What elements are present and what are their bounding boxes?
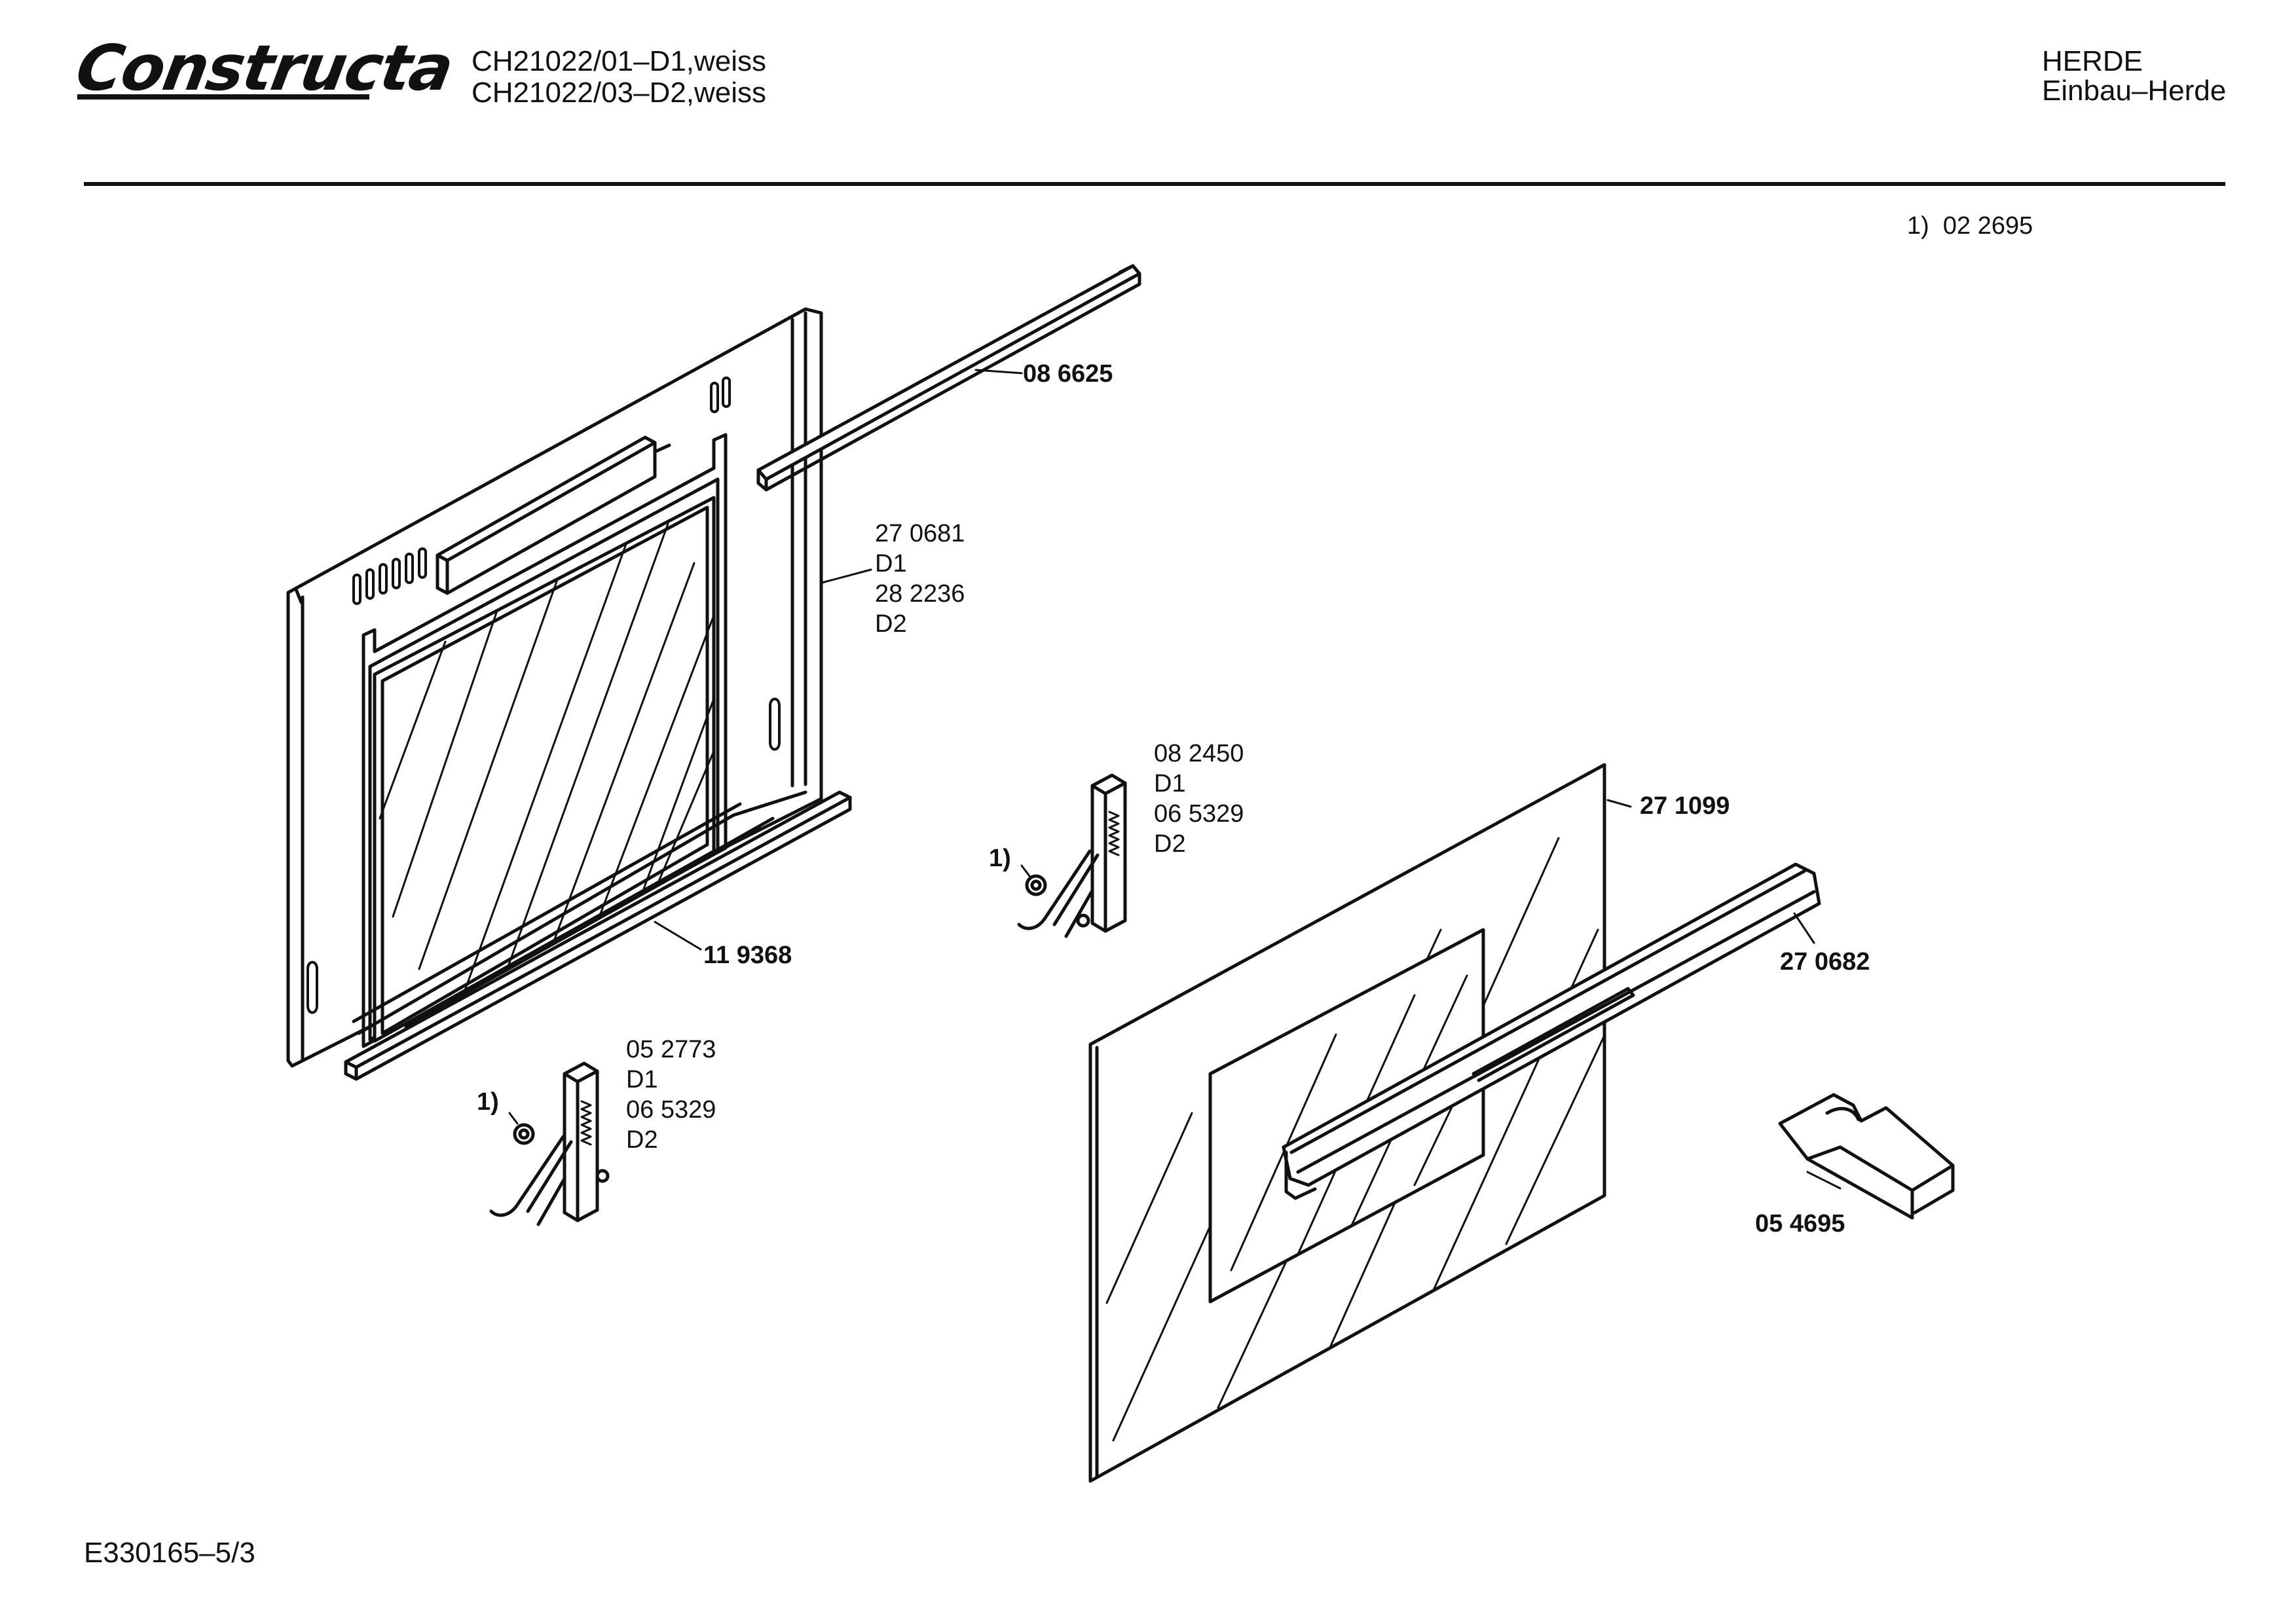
door-handle bbox=[1282, 862, 1821, 1200]
document-id: E330165–5/3 bbox=[84, 1537, 255, 1569]
label-hinge-left-2: D1 bbox=[626, 1066, 658, 1093]
model-line-1: CH21022/01–D1,weiss bbox=[472, 45, 767, 77]
category-subtitle: Einbau–Herde bbox=[2042, 75, 2227, 107]
inner-door-frame bbox=[286, 307, 823, 1068]
leader-lines bbox=[508, 369, 1842, 1190]
footnote: 1) 02 2695 bbox=[1907, 211, 2033, 241]
label-hinge-right-ref: 1) bbox=[989, 845, 1011, 872]
label-hinge-left-1: 05 2773 bbox=[626, 1036, 716, 1063]
top-seal-strip bbox=[756, 264, 1141, 492]
vent-slots-upper bbox=[710, 376, 731, 413]
hinge-right bbox=[1017, 773, 1127, 938]
clip-bracket bbox=[1778, 1093, 1955, 1220]
label-inner-door-3: 28 2236 bbox=[875, 580, 965, 608]
label-outer-glass: 27 1099 bbox=[1640, 792, 1730, 820]
label-seal-top: 08 6625 bbox=[1023, 360, 1113, 388]
label-hinge-right-1: 08 2450 bbox=[1154, 740, 1244, 767]
footnote-part: 02 2695 bbox=[1942, 212, 2033, 240]
label-hinge-right-4: D2 bbox=[1154, 830, 1186, 858]
header-divider bbox=[84, 182, 2225, 186]
model-line-2: CH21022/03–D2,weiss bbox=[472, 77, 767, 109]
door-top-bar bbox=[435, 435, 671, 595]
label-seal-bottom: 11 9368 bbox=[703, 942, 792, 969]
label-clip: 05 4695 bbox=[1755, 1210, 1845, 1237]
label-hinge-right-2: D1 bbox=[1154, 770, 1186, 797]
label-hinge-left-ref: 1) bbox=[477, 1088, 499, 1116]
label-hinge-right-3: 06 5329 bbox=[1154, 800, 1244, 828]
vent-slots bbox=[352, 547, 427, 605]
label-hinge-left-4: D2 bbox=[626, 1126, 658, 1154]
footnote-marker: 1) bbox=[1907, 212, 1929, 240]
label-inner-door-1: 27 0681 bbox=[875, 520, 965, 547]
label-hinge-left-3: 06 5329 bbox=[626, 1096, 716, 1124]
bottom-seal-strip bbox=[344, 790, 852, 1081]
label-handle: 27 0682 bbox=[1780, 948, 1870, 976]
brand-logo-underline bbox=[77, 94, 369, 100]
category-title: HERDE bbox=[2042, 45, 2143, 77]
hinge-left bbox=[489, 1061, 610, 1226]
label-inner-door-4: D2 bbox=[875, 610, 907, 638]
label-inner-door-2: D1 bbox=[875, 550, 907, 577]
